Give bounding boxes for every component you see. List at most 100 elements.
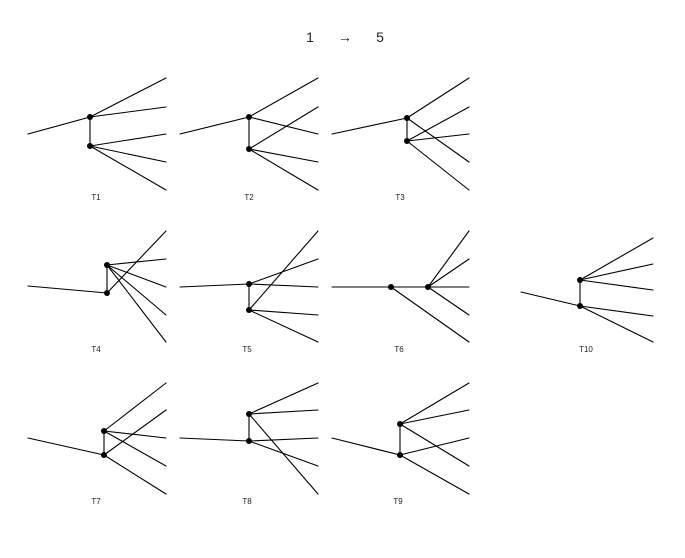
edge bbox=[248, 258, 319, 285]
edge bbox=[248, 309, 319, 343]
edge bbox=[331, 117, 408, 135]
edge bbox=[248, 77, 319, 118]
edge bbox=[248, 382, 319, 415]
edge bbox=[427, 230, 470, 288]
edge bbox=[399, 382, 470, 425]
node bbox=[577, 277, 583, 283]
header-arrow: → bbox=[338, 29, 352, 45]
edge bbox=[106, 230, 167, 294]
node bbox=[104, 290, 110, 296]
header-to: 5 bbox=[376, 29, 384, 45]
edge bbox=[179, 437, 250, 442]
graph-t1: T1 bbox=[27, 77, 167, 202]
edge bbox=[248, 309, 319, 316]
edge bbox=[248, 409, 319, 415]
edge bbox=[106, 264, 167, 288]
graph-label: T9 bbox=[393, 497, 403, 506]
edge bbox=[179, 283, 250, 288]
node bbox=[246, 114, 252, 120]
header-from: 1 bbox=[306, 29, 314, 45]
edge bbox=[103, 382, 167, 432]
edge bbox=[248, 230, 319, 311]
graph-label: T1 bbox=[91, 193, 101, 202]
graph-label: T7 bbox=[91, 497, 101, 506]
edge bbox=[520, 291, 581, 307]
edge bbox=[89, 133, 167, 147]
graph-t10: T10 bbox=[520, 237, 654, 354]
edge bbox=[89, 77, 167, 118]
graph-label: T8 bbox=[242, 497, 252, 506]
edge bbox=[103, 430, 167, 439]
edge bbox=[427, 286, 470, 316]
edge bbox=[27, 437, 105, 456]
node bbox=[246, 146, 252, 152]
node bbox=[388, 284, 394, 290]
node bbox=[397, 421, 403, 427]
edge bbox=[579, 279, 654, 291]
edge bbox=[406, 106, 470, 142]
node bbox=[246, 281, 252, 287]
edge bbox=[103, 454, 167, 495]
node bbox=[425, 284, 431, 290]
edge bbox=[248, 116, 319, 135]
graph-label: T5 bbox=[242, 345, 252, 354]
edge bbox=[406, 133, 470, 142]
node bbox=[87, 114, 93, 120]
node bbox=[404, 115, 410, 121]
node bbox=[577, 303, 583, 309]
edge bbox=[248, 148, 319, 191]
edge bbox=[248, 283, 319, 288]
edge bbox=[106, 264, 167, 316]
node bbox=[246, 438, 252, 444]
edge bbox=[331, 437, 401, 456]
graph-label: T2 bbox=[244, 193, 254, 202]
edge bbox=[27, 116, 91, 135]
edge bbox=[579, 305, 654, 317]
edge bbox=[579, 237, 654, 281]
graph-t2: T2 bbox=[179, 77, 319, 202]
edge bbox=[248, 106, 319, 150]
edge bbox=[399, 437, 470, 456]
node bbox=[397, 452, 403, 458]
node bbox=[87, 143, 93, 149]
graph-t6: T6 bbox=[331, 230, 470, 354]
edge bbox=[103, 409, 167, 456]
edge bbox=[579, 263, 654, 281]
edge bbox=[89, 145, 167, 191]
graph-label: T10 bbox=[579, 345, 593, 354]
graph-t5: T5 bbox=[179, 230, 319, 354]
edge bbox=[427, 258, 470, 288]
node bbox=[101, 428, 107, 434]
edge bbox=[406, 117, 470, 163]
graph-t3: T3 bbox=[331, 77, 470, 202]
graph-label: T3 bbox=[395, 193, 405, 202]
graph-label: T4 bbox=[91, 345, 101, 354]
edge bbox=[179, 116, 250, 135]
edge bbox=[399, 409, 470, 425]
edge bbox=[248, 440, 319, 467]
node bbox=[246, 307, 252, 313]
graph-t7: T7 bbox=[27, 382, 167, 506]
edge bbox=[103, 430, 167, 467]
edge bbox=[579, 305, 654, 343]
node bbox=[104, 262, 110, 268]
edge bbox=[89, 145, 167, 163]
header: 1 → 5 bbox=[306, 29, 384, 45]
edge bbox=[248, 437, 319, 442]
edge bbox=[406, 140, 470, 191]
graph-t8: T8 bbox=[179, 382, 319, 506]
graph-t4: T4 bbox=[27, 230, 167, 354]
edge bbox=[399, 454, 470, 495]
edge bbox=[390, 286, 470, 343]
node bbox=[246, 411, 252, 417]
graph-t9: T9 bbox=[331, 382, 470, 506]
edge bbox=[248, 148, 319, 163]
node bbox=[101, 452, 107, 458]
graph-label: T6 bbox=[394, 345, 404, 354]
edge bbox=[406, 77, 470, 119]
edge bbox=[106, 264, 167, 343]
edge bbox=[89, 106, 167, 118]
node bbox=[404, 138, 410, 144]
